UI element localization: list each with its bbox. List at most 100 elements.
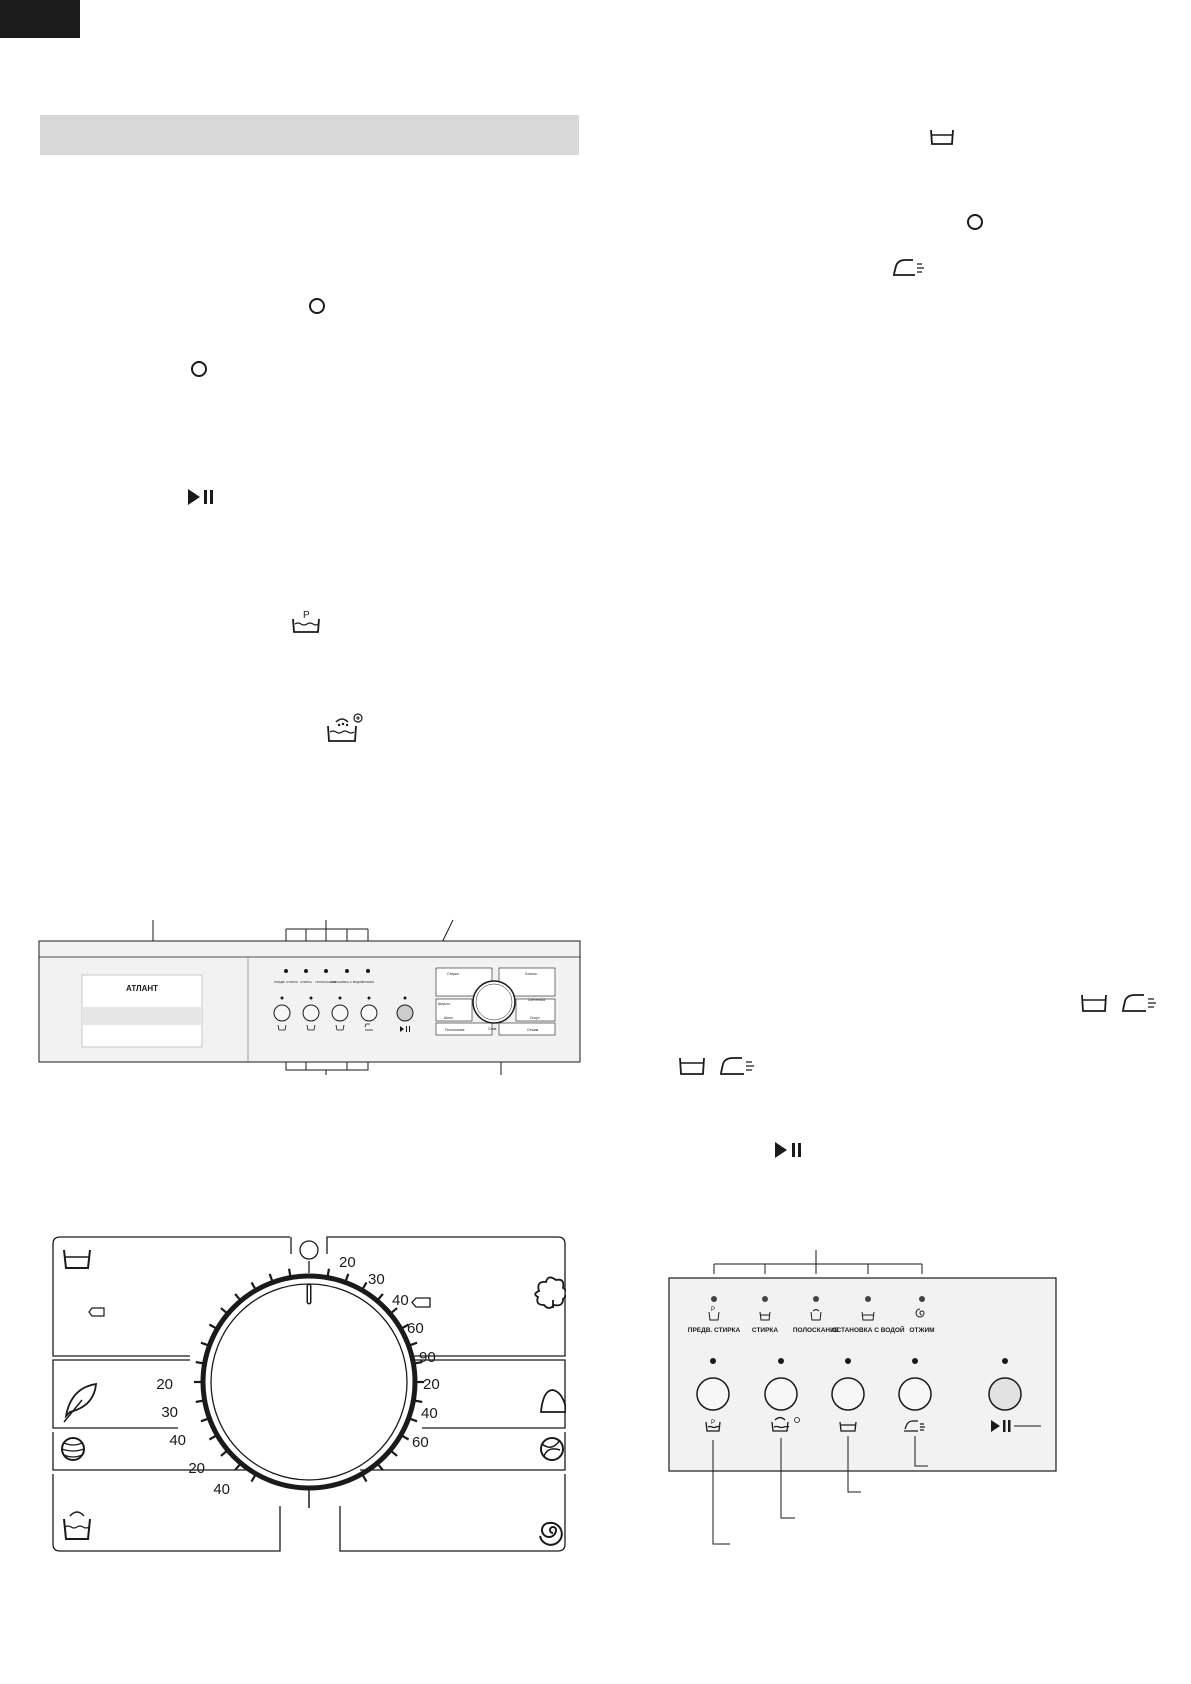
iron-icon [893, 259, 924, 276]
rinse-plus-icon [327, 713, 363, 742]
dial-tick [401, 1323, 410, 1329]
temp-label: 20 [423, 1376, 440, 1393]
dial-tick [377, 1464, 384, 1471]
dial-tick [200, 1341, 208, 1347]
dial-seg-rinse: Полоскание [445, 1028, 465, 1032]
option-label-rinse: ПОЛОСКАНИЕ [793, 1327, 840, 1334]
panel-label-rinse: ПОЛОСКАНИЕ [316, 980, 337, 984]
program-dial-figure: 20 30 40 60 90 20 40 60 20 30 40 20 40 [52, 1236, 566, 1552]
option-label-spin: ОТЖИМ [909, 1327, 934, 1334]
temp-label: 40 [213, 1481, 230, 1498]
dial-tick [234, 1464, 241, 1471]
program-dial-small[interactable] [472, 980, 516, 1024]
temp-label: 60 [412, 1434, 429, 1451]
dial-tick [250, 1281, 256, 1290]
stop-with-water-icon [1081, 994, 1107, 1012]
dial-tick [410, 1341, 418, 1347]
option-label-prewash: ПРЕДВ. СТИРКА [688, 1327, 741, 1334]
dial-tick [362, 1474, 368, 1483]
panel-label-wash: СТИРКА [300, 980, 312, 984]
iron-icon [720, 1057, 754, 1075]
rinse-plus-button[interactable] [764, 1377, 798, 1411]
temp-label: 30 [368, 1271, 385, 1288]
sport-shoe-icon [540, 1389, 566, 1413]
cotton-icon [534, 1276, 566, 1309]
dial-tick [287, 1268, 292, 1276]
iron-icon [1122, 994, 1156, 1012]
dial-seg-wash: Стирка [447, 972, 459, 976]
program-dial-knob[interactable] [210, 1283, 408, 1481]
temp-label: 40 [169, 1432, 186, 1449]
rinse-icon [63, 1511, 91, 1540]
svg-text:P: P [711, 1420, 715, 1426]
dial-seg-sport: Спорт [530, 1016, 540, 1020]
dial-tick [415, 1399, 423, 1404]
option-label-stop-water: ОСТАНОВКА С ВОДОЙ [831, 1325, 904, 1334]
dial-seg-synthetics: Синтетика [528, 998, 545, 1002]
dial-tick [410, 1417, 418, 1423]
start-pause-icon [188, 489, 213, 505]
panel-label-stop-water: ОСТАНОВКА С ВОДОЙ [331, 980, 364, 984]
dial-seg-silk: Шелк [444, 1016, 453, 1020]
dial-tick [344, 1273, 350, 1281]
start-pause-icon [775, 1142, 801, 1158]
dial-tick [391, 1450, 398, 1457]
start-pause-button[interactable] [396, 1004, 414, 1022]
wash-tub-icon [63, 1249, 91, 1269]
dial-tick [195, 1399, 203, 1404]
dial-tick [195, 1360, 203, 1365]
dial-seg-cotton: Хлопок [525, 972, 537, 976]
dial-tick [208, 1323, 217, 1329]
dial-tick [391, 1307, 398, 1314]
panel-label-prewash: ПРЕДВ. СТИРКА [274, 980, 298, 984]
dial-tick [208, 1435, 217, 1441]
stop-water-button[interactable] [831, 1377, 865, 1411]
dial-tick [362, 1281, 368, 1290]
no-iron-button[interactable] [360, 1004, 378, 1022]
rinse-plus-button[interactable] [302, 1004, 320, 1022]
prewash-button[interactable] [696, 1377, 730, 1411]
stop-water-button[interactable] [331, 1004, 349, 1022]
start-pause-button[interactable] [988, 1377, 1022, 1411]
dial-tick [377, 1293, 384, 1300]
dial-tick [250, 1474, 256, 1483]
dial-tick [268, 1273, 274, 1281]
spin-icon [539, 1521, 563, 1546]
dial-tick [401, 1435, 410, 1441]
control-panel-figure: АТЛАНТ ПРЕДВ. СТИРКА СТИРКА ПОЛОСКАНИЕ О… [38, 919, 581, 1075]
svg-text:P: P [711, 1307, 715, 1313]
temp-label: 20 [188, 1460, 205, 1477]
section-heading-bar [40, 115, 579, 155]
sport-ball-icon [540, 1437, 564, 1461]
no-iron-button[interactable] [898, 1377, 932, 1411]
circle-icon [191, 361, 207, 377]
temp-label: 60 [407, 1320, 424, 1337]
stop-with-water-icon [679, 1057, 705, 1075]
dial-tick [200, 1417, 208, 1423]
brand-logo: АТЛАНТ [126, 984, 158, 993]
options-panel-figure: P ПРЕДВ. СТИРКА СТИРКА ПОЛОСКАНИЕ ОСТАНО… [668, 1250, 1057, 1545]
page-corner-tab [0, 0, 80, 38]
dial-seg-spin: Отжим [527, 1028, 539, 1032]
stop-with-water-icon [930, 129, 954, 145]
svg-text:P: P [303, 610, 310, 621]
temp-label: 40 [392, 1292, 409, 1309]
dial-seg-drain: Слив [488, 1027, 497, 1031]
temp-label: 40 [421, 1405, 438, 1422]
dial-tick [220, 1450, 227, 1457]
dial-tick [415, 1360, 423, 1365]
temp-label: 90 [419, 1349, 436, 1366]
dial-seg-wool: Шерсть [438, 1002, 450, 1006]
circle-icon [309, 298, 325, 314]
temp-label: 30 [161, 1404, 178, 1421]
prewash-icon: P [292, 610, 320, 633]
prewash-button[interactable] [273, 1004, 291, 1022]
wool-ball-icon [61, 1437, 85, 1461]
panel-label-spin: ОТЖИМ [362, 980, 374, 984]
dial-tick [234, 1293, 241, 1300]
dial-tick [326, 1268, 331, 1276]
temp-label: 20 [156, 1376, 173, 1393]
feather-icon [63, 1382, 98, 1423]
circle-icon [967, 214, 983, 230]
option-label-wash: СТИРКА [752, 1327, 778, 1334]
